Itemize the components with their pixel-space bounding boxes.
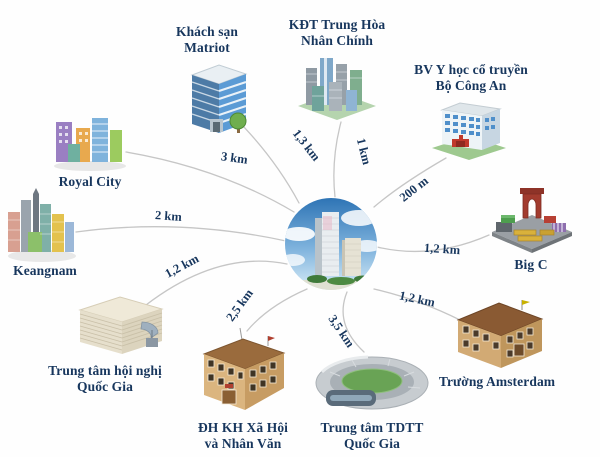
- arc-dhkh: [246, 288, 308, 332]
- arc-hoinghi: [145, 260, 288, 306]
- university-building-icon: [202, 327, 286, 410]
- label-bigc: Big C: [491, 257, 571, 273]
- tower-cluster-icon: [8, 188, 76, 262]
- central-building-photo: [285, 198, 377, 290]
- label-hoinghi-line2: Quốc Gia: [77, 379, 133, 395]
- arc-kdt: [333, 121, 342, 198]
- label-tdtt: Trung tâm TDTT Quốc Gia: [302, 420, 442, 452]
- distance-keangnam: 2 km: [154, 208, 183, 224]
- arc-matriot: [242, 125, 300, 204]
- distance-bigc: 1,2 km: [423, 240, 461, 258]
- label-keangnam-line1: Keangnam: [13, 263, 77, 278]
- arc-amsterdam: [373, 288, 461, 321]
- label-keangnam: Keangnam: [0, 263, 90, 279]
- label-royalcity-line1: Royal City: [58, 174, 122, 189]
- label-tdtt-line1: Trung tâm TDTT: [320, 420, 424, 435]
- arc-tdtt: [342, 291, 365, 353]
- label-matriot-line1: Khách sạn: [175, 24, 239, 39]
- label-matriot-line2: Matriot: [184, 40, 230, 56]
- market-arch-icon: [492, 188, 572, 253]
- skyscraper-cluster-icon: [298, 58, 376, 120]
- school-house-icon: [456, 300, 544, 368]
- label-dhkh-line2: và Nhân Văn: [204, 436, 282, 452]
- label-bv: BV Y học cổ truyền Bộ Công An: [381, 62, 561, 94]
- hotel-building-icon: [190, 64, 248, 133]
- label-bv-line1: BV Y học cổ truyền: [414, 62, 528, 77]
- label-royalcity: Royal City: [45, 174, 135, 190]
- label-bigc-line1: Big C: [514, 257, 548, 272]
- label-dhkh: ĐH KH Xã Hội và Nhân Văn: [173, 420, 313, 452]
- arc-keangnam: [75, 226, 287, 242]
- colorful-towers-icon: [54, 118, 126, 171]
- hospital-building-icon: [432, 102, 506, 160]
- label-kdt-line1: KĐT Trung Hòa: [288, 17, 386, 32]
- label-kdt: KĐT Trung Hòa Nhân Chính: [267, 17, 407, 49]
- label-tdtt-line2: Quốc Gia: [344, 436, 400, 452]
- label-amsterdam: Trường Amsterdam: [417, 374, 577, 390]
- label-matriot: Khách sạn Matriot: [137, 24, 277, 56]
- stadium-icon: [315, 355, 429, 410]
- highrise-apartment-photo-icon: [285, 198, 377, 290]
- label-hoinghi: Trung tâm hội nghị Quốc Gia: [25, 363, 185, 395]
- convention-center-icon: [78, 296, 164, 354]
- arc-bv: [373, 157, 447, 208]
- label-amsterdam-line1: Trường Amsterdam: [438, 374, 556, 389]
- arc-royalcity: [125, 151, 295, 213]
- label-bv-line2: Bộ Công An: [435, 78, 507, 94]
- arc-bigc: [376, 234, 490, 253]
- label-dhkh-line1: ĐH KH Xã Hội: [197, 420, 289, 435]
- label-hoinghi-line1: Trung tâm hội nghị: [48, 363, 162, 378]
- label-kdt-line2: Nhân Chính: [301, 33, 373, 49]
